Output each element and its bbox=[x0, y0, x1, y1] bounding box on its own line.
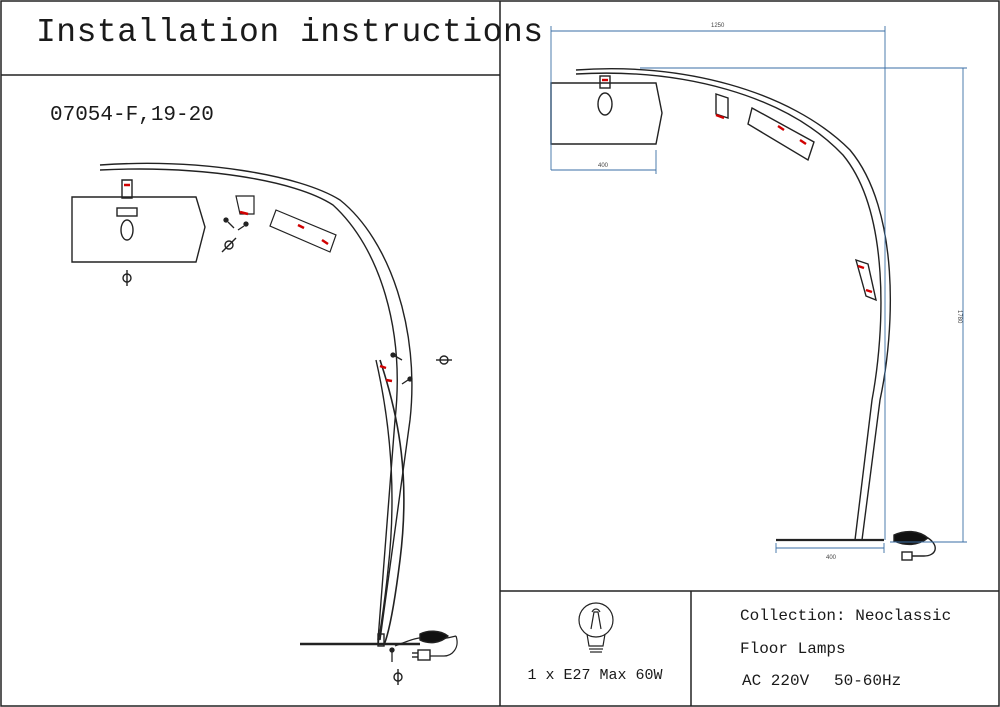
frequency-label: 50-60Hz bbox=[834, 672, 902, 690]
dim-width-label: 1250 bbox=[711, 23, 725, 29]
category-label: Floor Lamps bbox=[740, 640, 846, 658]
page-title: Installation instructions bbox=[36, 14, 544, 51]
voltage-label: AC 220V bbox=[742, 672, 810, 690]
assembly-drawing bbox=[71, 162, 458, 685]
collection-label: Collection: Neoclassic bbox=[740, 607, 952, 625]
bulb-icon bbox=[578, 602, 614, 653]
model-number: 07054-F,19-20 bbox=[50, 104, 214, 127]
bulb-spec: 1 x E27 Max 60W bbox=[527, 667, 663, 684]
dim-base-label: 400 bbox=[826, 555, 837, 561]
dim-height-label: 1780 bbox=[956, 310, 962, 324]
dimension-drawing: 1250 400 1780 400 bbox=[550, 23, 967, 561]
dim-shade-label: 400 bbox=[598, 163, 609, 169]
